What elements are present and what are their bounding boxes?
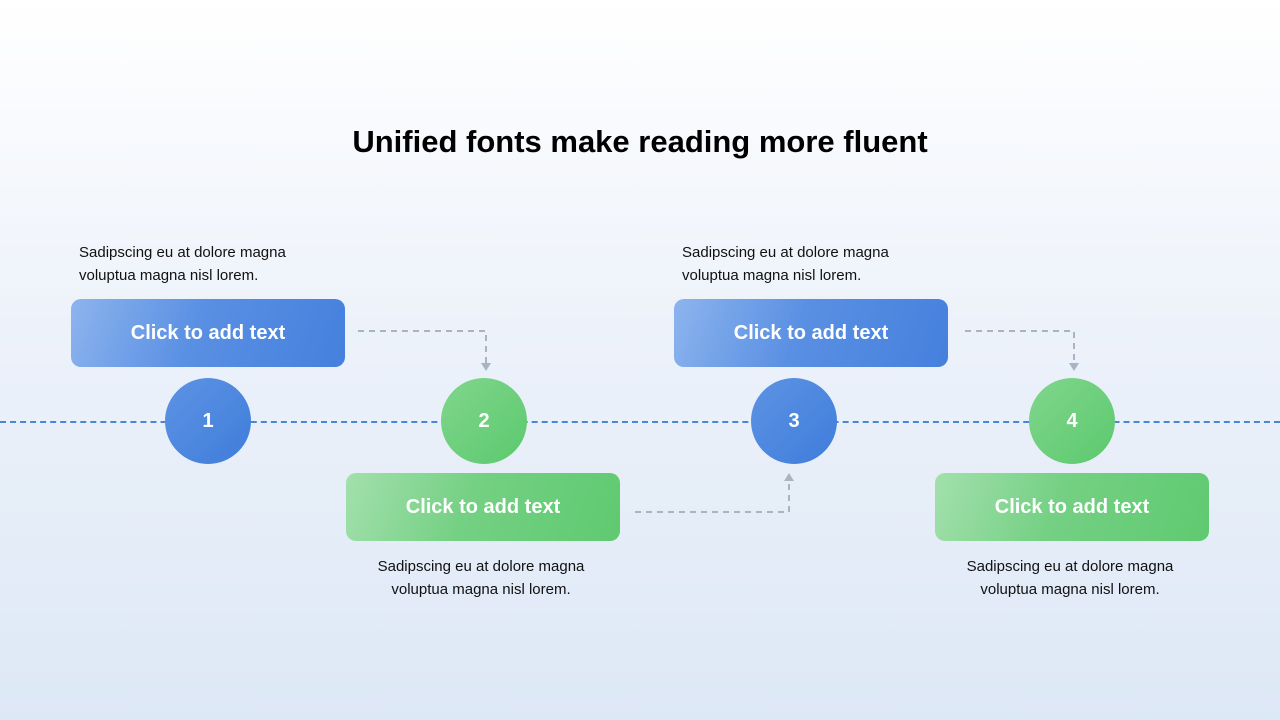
step-4-circle: 4 (1029, 378, 1115, 464)
connector-1-to-2 (358, 330, 487, 364)
step-3-circle: 3 (751, 378, 837, 464)
timeline-dashed-line (0, 421, 1280, 423)
step-1-description: Sadipscing eu at dolore magna voluptua m… (79, 244, 286, 284)
step-4-text-box[interactable]: Click to add text (935, 473, 1209, 541)
arrowhead-down-icon (481, 363, 491, 371)
step-4-description: Sadipscing eu at dolore magna voluptua m… (966, 558, 1174, 598)
step-2-circle: 2 (441, 378, 527, 464)
step-1-circle: 1 (165, 378, 251, 464)
step-2-description: Sadipscing eu at dolore magna voluptua m… (377, 558, 585, 598)
arrowhead-down-icon (1069, 363, 1079, 371)
arrowhead-up-icon (784, 473, 794, 481)
connector-2-to-3 (635, 480, 790, 513)
step-3-text-box[interactable]: Click to add text (674, 299, 948, 367)
step-3-description: Sadipscing eu at dolore magna voluptua m… (682, 244, 889, 284)
page-title: Unified fonts make reading more fluent (352, 124, 928, 159)
step-1-text-box[interactable]: Click to add text (71, 299, 345, 367)
step-2-text-box[interactable]: Click to add text (346, 473, 620, 541)
connector-3-to-4 (965, 330, 1075, 364)
